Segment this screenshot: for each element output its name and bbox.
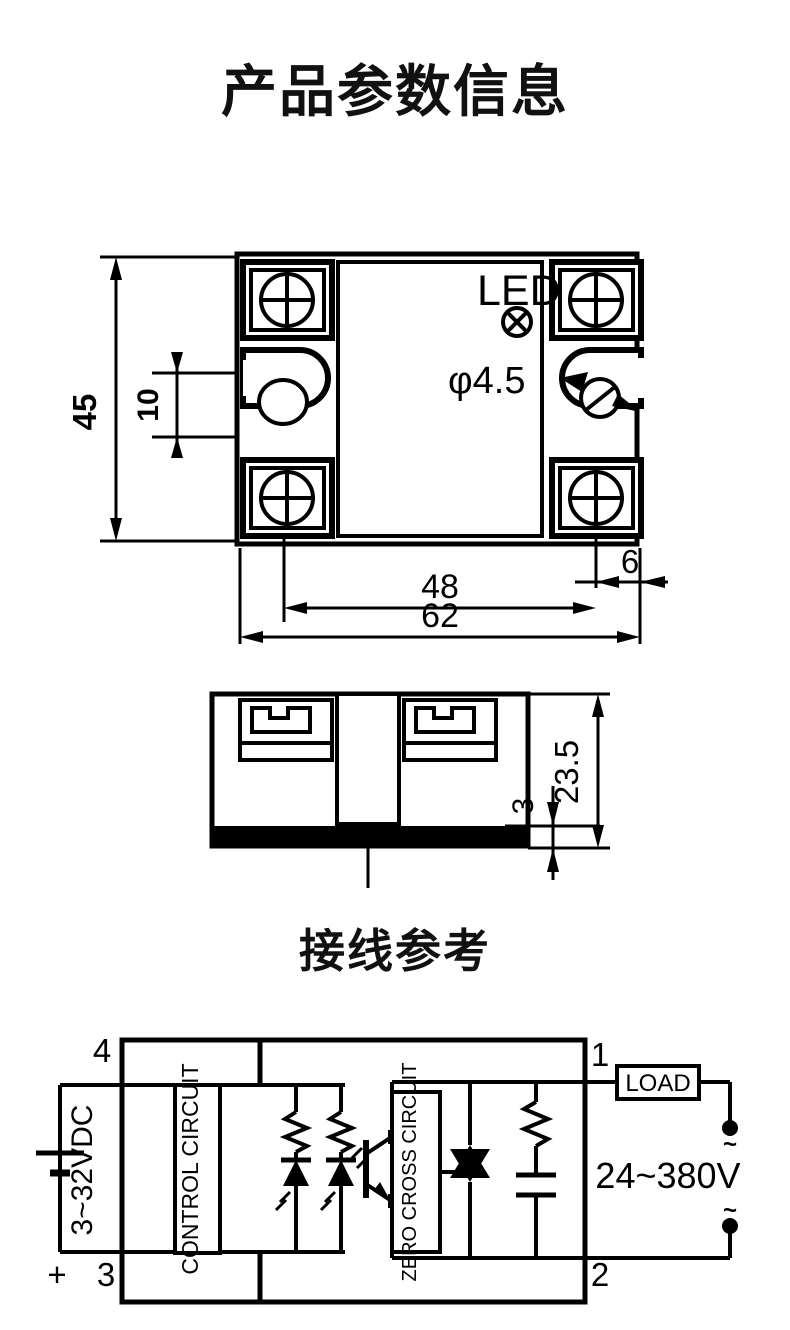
resistor-symbol-icon xyxy=(518,1100,554,1148)
load-label: LOAD xyxy=(625,1070,690,1097)
dimension-edge-6: 6 xyxy=(575,543,668,588)
dc-source-symbol-icon xyxy=(36,1150,84,1177)
mounting-slot-right xyxy=(559,347,644,419)
terminal-bottom-right xyxy=(549,457,644,539)
triac-symbol-icon xyxy=(440,1082,490,1258)
dimension-label-45: 45 xyxy=(66,394,103,431)
resistor-symbol-icon xyxy=(324,1110,358,1154)
led-branch-1 xyxy=(274,1085,313,1252)
zero-cross-circuit-label: ZERO CROSS CIRCUIT xyxy=(399,1063,421,1282)
ac-terminal-bottom: ~ xyxy=(722,1197,738,1234)
dimension-label-10: 10 xyxy=(132,388,165,421)
terminal-bottom-left xyxy=(240,457,335,539)
dimension-width-62: 62 xyxy=(240,597,640,643)
dimension-height-45: 45 xyxy=(66,257,122,541)
leader-arrow-right-icon xyxy=(612,394,640,412)
polarity-plus-label: + xyxy=(47,1256,66,1293)
side-center-notch xyxy=(335,692,401,836)
led-diode-triangle-icon xyxy=(283,1160,309,1186)
terminal-label-2: 2 xyxy=(591,1256,609,1293)
ssr-top-view: 45 10 xyxy=(66,251,668,644)
page-title: 产品参数信息 xyxy=(221,60,569,123)
side-terminal-left xyxy=(238,698,334,762)
terminal-top-left xyxy=(240,259,335,341)
wiring-schematic: 3~32VDC + 4 3 CONTROL CIRCUIT xyxy=(36,1032,741,1305)
leader-arrow-left-icon xyxy=(560,372,588,392)
ac-terminal-top: ~ xyxy=(722,1120,738,1158)
led-crossed-circle-icon xyxy=(501,306,533,338)
side-terminal-right xyxy=(402,698,498,762)
ac-symbol-top: ~ xyxy=(723,1131,737,1158)
dimension-slot-10: 10 xyxy=(132,352,183,458)
dimension-label-48: 48 xyxy=(421,568,459,606)
resistor-symbol-icon xyxy=(279,1110,313,1154)
output-voltage-label: 24~380V xyxy=(595,1155,740,1196)
rc-snubber-network xyxy=(516,1082,556,1258)
terminal-top-right xyxy=(549,259,644,341)
ssr-body-inner-panel xyxy=(336,260,544,538)
led-diode-triangle-icon xyxy=(328,1160,354,1186)
hole-diameter-label: φ4.5 xyxy=(448,360,525,402)
dimension-width-48: 48 xyxy=(284,568,596,614)
ac-symbol-bottom: ~ xyxy=(723,1197,737,1224)
zero-cross-circuit-block xyxy=(390,1090,442,1254)
control-circuit-label: CONTROL CIRCUIT xyxy=(177,1063,203,1274)
terminal-label-1: 1 xyxy=(591,1036,609,1073)
slot-hole-icon xyxy=(257,378,309,426)
dimension-label-3: 3 xyxy=(507,798,540,815)
mounting-slot-left xyxy=(240,347,331,426)
ssr-side-view: 23.5 3 xyxy=(209,691,610,888)
dimension-label-62: 62 xyxy=(421,597,459,635)
led-branch-2 xyxy=(319,1085,358,1252)
control-circuit-block xyxy=(173,1083,222,1255)
input-voltage-label: 3~32VDC xyxy=(66,1105,99,1236)
terminal-label-4: 4 xyxy=(93,1032,111,1069)
section-title-wiring: 接线参考 xyxy=(299,925,491,977)
terminal-label-3: 3 xyxy=(97,1256,115,1293)
mechanical-drawing: 45 10 xyxy=(66,251,668,888)
dimension-base-3: 3 xyxy=(507,786,559,880)
dimension-label-6: 6 xyxy=(621,543,639,580)
